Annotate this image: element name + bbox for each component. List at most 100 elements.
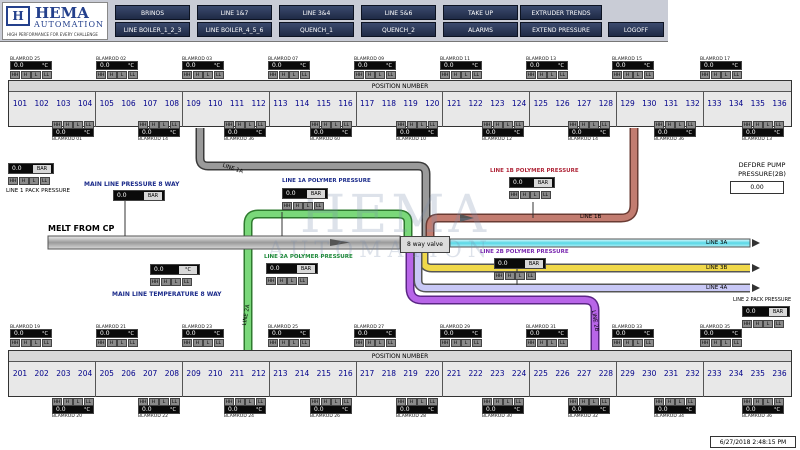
nav-line-5-6-button[interactable]: LINE 5&6 xyxy=(361,5,436,20)
alarm-indicator: LL xyxy=(773,398,784,406)
sensor-label: BLAMROD 36 xyxy=(742,414,772,419)
alarm-indicator: H xyxy=(106,71,117,79)
alarm-indicator: L xyxy=(289,339,299,347)
alarm-indicator: LL xyxy=(643,71,654,79)
eight-way-valve[interactable]: 8 way valve xyxy=(400,236,450,253)
nav-line-3-4-button[interactable]: LINE 3&4 xyxy=(279,5,354,20)
sensor-value: 0.0 xyxy=(616,330,626,337)
position-number: 201 xyxy=(12,369,28,378)
alarm-indicator: H xyxy=(278,71,289,79)
position-number: 236 xyxy=(772,369,787,378)
sensor-label: BLAMROD 19 xyxy=(10,325,40,330)
position-number: 109 xyxy=(186,99,201,108)
sensor-display: 0.0°C xyxy=(182,61,224,70)
sensor-value: 0.0 xyxy=(616,62,626,69)
sensor-unit: °C xyxy=(214,331,220,337)
nav-alarms-button[interactable]: ALARMS xyxy=(443,22,518,37)
sensor-unit: °C xyxy=(558,63,564,69)
nav-line-boiler-123-button[interactable]: LINE BOILER_1_2_3 xyxy=(115,22,190,37)
nav-line-1-7-button[interactable]: LINE 1&7 xyxy=(197,5,272,20)
alarm-indicator: LL xyxy=(773,121,784,129)
alarm-indicator: H xyxy=(492,398,503,406)
sensor-label: BLAMROD 10 xyxy=(396,137,426,142)
position-number: 117 xyxy=(360,99,375,108)
position-number: 228 xyxy=(598,369,614,378)
nav-quench-2-button[interactable]: QUENCH_2 xyxy=(361,22,436,37)
alarm-indicator: HH xyxy=(482,398,492,406)
nav-quench-1-button[interactable]: QUENCH_1 xyxy=(279,22,354,37)
alarm-indicator: LL xyxy=(299,339,310,347)
nav-take-up-button[interactable]: TAKE UP xyxy=(443,5,518,20)
nav-extend-pressure-button[interactable]: EXTEND PRESSURE xyxy=(520,22,602,37)
alarm-indicator: L xyxy=(547,339,557,347)
nav-brinos-button[interactable]: BRINOS xyxy=(115,5,190,20)
position-divider xyxy=(95,362,97,397)
pipe-line-2b xyxy=(407,253,598,352)
nav-logoff-button[interactable]: LOGOFF xyxy=(608,22,664,37)
alarm-indicator: H xyxy=(622,339,633,347)
alarm-indicator: HH xyxy=(654,398,664,406)
position-number: 133 xyxy=(707,99,722,108)
nav-extruder-trends-button[interactable]: EXTRUDER TRENDS xyxy=(520,5,602,20)
line1b-pressure-title: LINE 1B POLYMER PRESSURE xyxy=(490,168,579,174)
alarm-indicator: L xyxy=(417,398,427,406)
defore-pump-title: DEFDRE PUMP PRESSURE(2B) xyxy=(738,161,786,178)
sensor-label: BLAMROD 01 xyxy=(52,137,82,142)
alarm-indicator: H xyxy=(710,71,721,79)
sensor-display: 0.0°C xyxy=(440,61,482,70)
line1b-pressure-display: 0.0 BAR xyxy=(509,177,555,188)
sensor-display: 0.0°C xyxy=(268,61,310,70)
alarm-indicator: LL xyxy=(599,398,610,406)
sensor-unit: °C xyxy=(342,407,348,413)
sensor-display: 0.0°C xyxy=(526,61,568,70)
position-number: 108 xyxy=(164,99,180,108)
position-number: 221 xyxy=(446,369,462,378)
nav-line-boiler-456-button[interactable]: LINE BOILER_4_5_6 xyxy=(197,22,272,37)
alarm-indicator: L xyxy=(375,339,385,347)
alarm-indicator: HH xyxy=(268,339,278,347)
alarm-indicator: H xyxy=(62,121,73,129)
sensor-display: 0.0°C xyxy=(700,329,742,338)
